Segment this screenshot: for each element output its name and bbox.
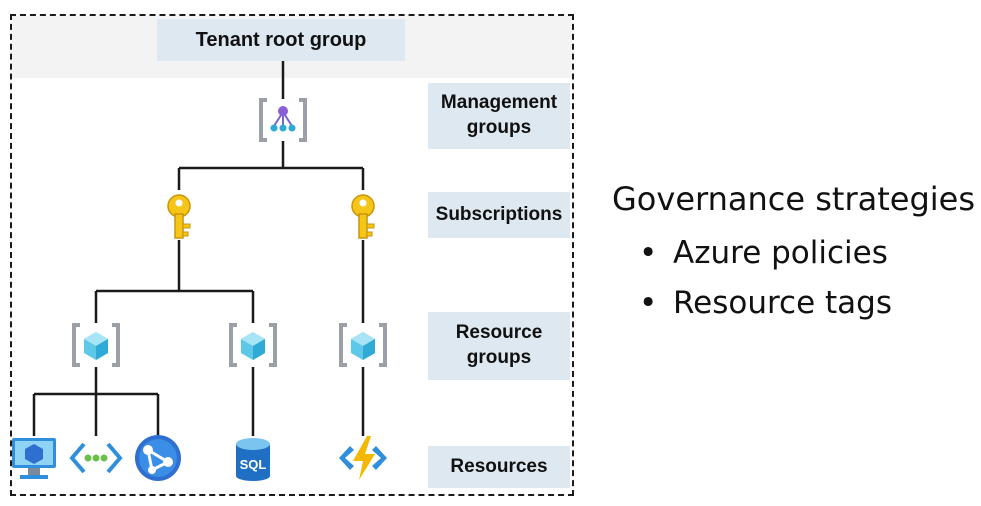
function-app-icon [339, 436, 387, 480]
bullet-icon: • [639, 285, 658, 321]
governance-list: • Azure policies • Resource tags [612, 228, 975, 328]
list-item: • Azure policies [612, 228, 975, 278]
cosmos-db-icon [135, 435, 181, 481]
connector-lines [32, 61, 365, 436]
governance-panel: Governance strategies • Azure policies • R… [612, 176, 975, 328]
resources-label: Resources [428, 446, 570, 488]
resource-group-icon [229, 323, 277, 367]
list-item-text: Resource tags [673, 285, 892, 321]
resource-group-icon [72, 323, 120, 367]
sql-icon-text: SQL [240, 457, 267, 472]
resource-group-icon [339, 323, 387, 367]
virtual-network-icon [69, 442, 123, 474]
list-item-text: Azure policies [673, 235, 888, 271]
sql-database-icon: SQL [236, 438, 270, 481]
governance-title: Governance strategies [612, 180, 975, 218]
bullet-icon: • [639, 235, 658, 271]
key-icon [167, 194, 191, 239]
diagram-frame [10, 14, 574, 496]
virtual-machine-icon [12, 438, 56, 479]
subscriptions-label: Subscriptions [428, 192, 570, 238]
management-group-icon [259, 98, 307, 142]
resource-groups-label: Resource groups [428, 312, 570, 380]
management-groups-label: Management groups [428, 83, 570, 149]
list-item: • Resource tags [612, 278, 975, 328]
key-icon [351, 194, 375, 239]
tenant-root-label: Tenant root group [157, 19, 405, 61]
